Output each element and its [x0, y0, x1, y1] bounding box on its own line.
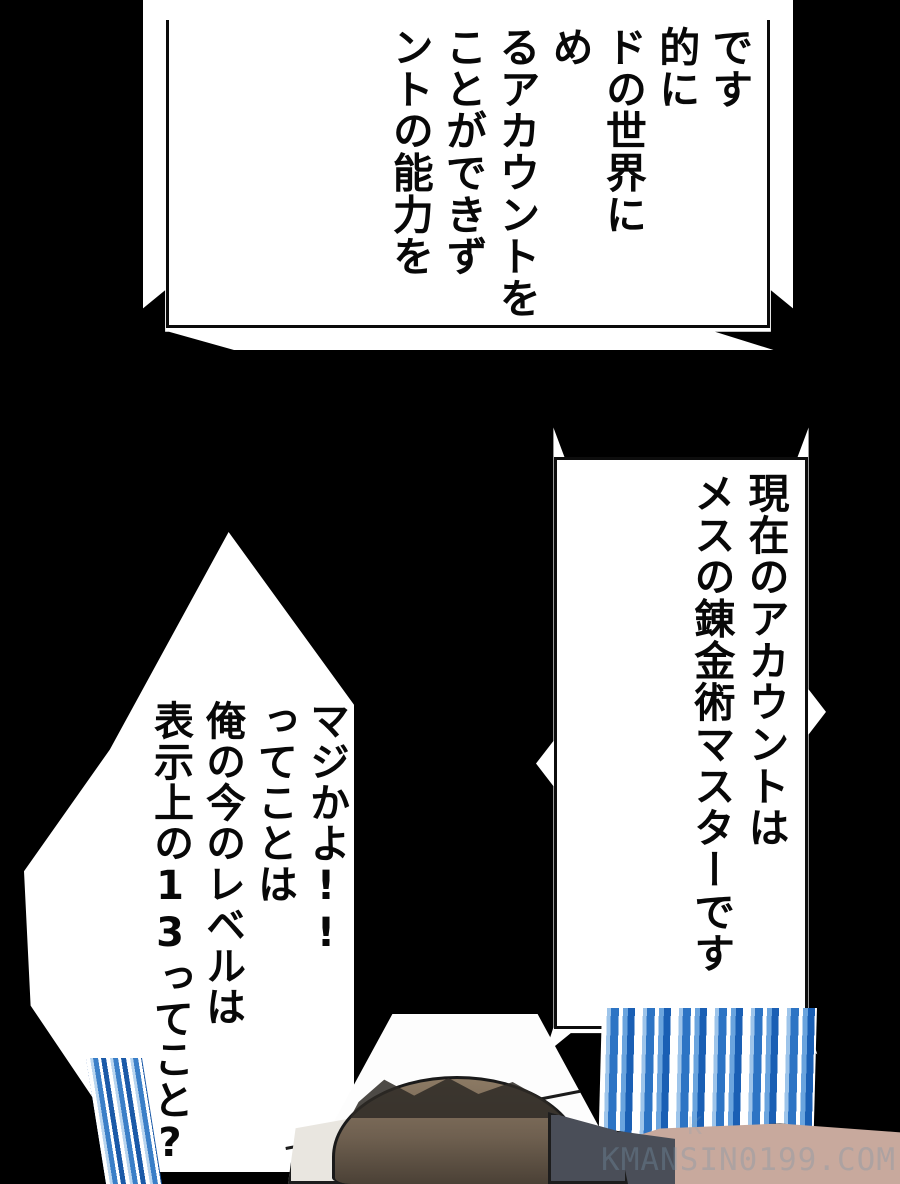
bubble-text-column: 的に [651, 26, 700, 110]
bubble-text-column: ってことは [251, 700, 297, 904]
bubble-inner-border-top [166, 20, 770, 328]
bubble-text-column: るアカウントを [491, 26, 540, 319]
bubble-text-column: です [705, 26, 753, 110]
bubble-text-column: ドの世界に [598, 26, 647, 236]
character-hair-tuft [350, 1078, 564, 1118]
speech-bubble-shout-left: マジかよ!! ってことは 俺の今のレベルは 表示上の13ってこと? [24, 532, 354, 1172]
speech-bubble-narration-top: です 的に ドの世界に め るアカウントを ことができず ントの能力を [143, 0, 793, 350]
bubble-text-column: メスの錬金術マスターです [686, 472, 735, 974]
bubble-text-column: ントの能力を [385, 26, 434, 277]
speed-lines-left [86, 1058, 162, 1184]
bubble-text-column: め [545, 26, 594, 68]
bubble-text-shout-left: マジかよ!! ってことは 俺の今のレベルは 表示上の13ってこと? [144, 700, 352, 1167]
panel-artwork-bottom: K KMANSIN0199.COM [0, 1004, 900, 1184]
bubble-inner-fill-top [174, 20, 762, 320]
bubble-text-column: 現在のアカウントは [741, 472, 789, 849]
bubble-text-column: ことができず [438, 26, 487, 277]
character-head [288, 1076, 628, 1184]
bubble-text-column: 俺の今のレベルは [199, 700, 245, 1027]
bubble-text-narration-top: です 的に ドの世界に め るアカウントを ことができず ントの能力を [382, 26, 755, 319]
speech-bubble-status-right: 現在のアカウントは メスの錬金術マスターです [536, 412, 826, 1057]
bubble-text-status-right: 現在のアカウントは メスの錬金術マスターです [684, 472, 792, 992]
bubble-text-column: マジかよ!! [303, 700, 349, 957]
bubble-text-column: 表示上の13ってこと? [147, 700, 193, 1167]
bubble-inner-fill-right [562, 465, 800, 1021]
